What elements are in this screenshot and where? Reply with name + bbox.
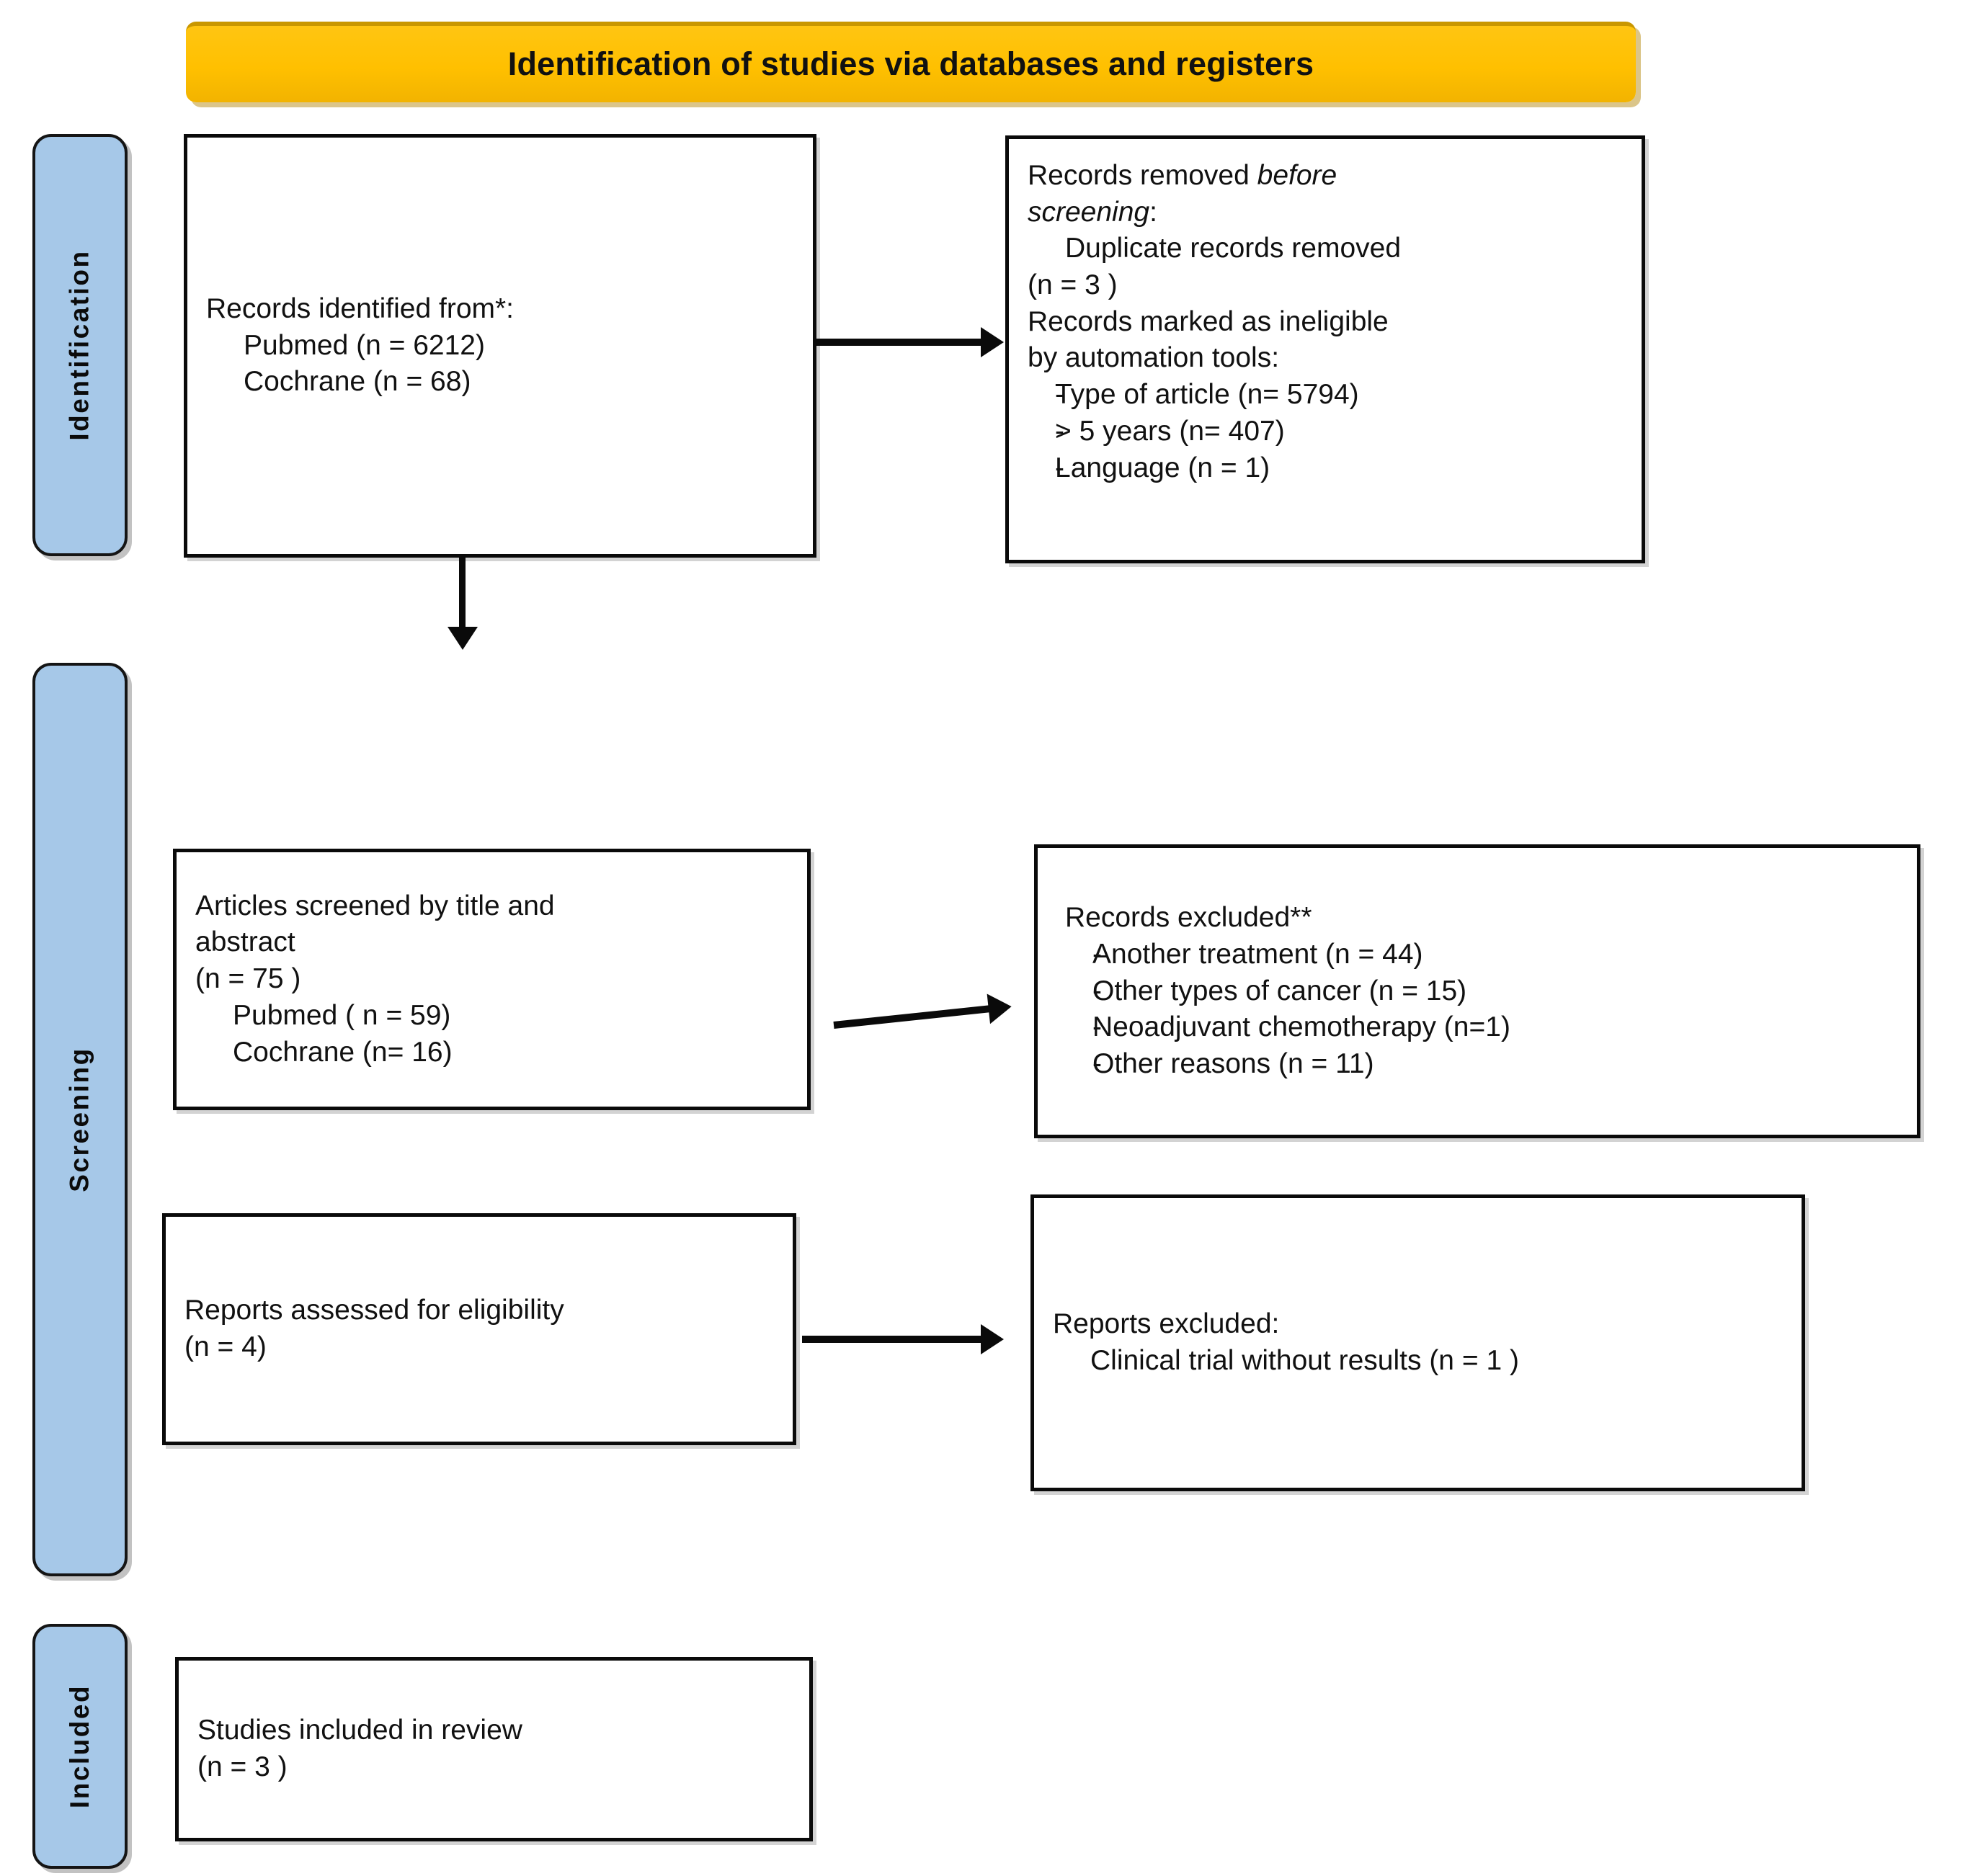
records-identified-item-cochrane: Cochrane (n = 68) <box>244 366 471 398</box>
box-records-identified: Records identified from*: Pubmed (n = 62… <box>184 134 816 558</box>
stage-sidebar-identification: Identification <box>32 134 128 556</box>
reports-assessed-title: Reports assessed for eligibility <box>184 1295 564 1326</box>
records-removed-automation-line1: Records marked as ineligible <box>1028 305 1389 337</box>
box-records-removed-before-screening: Records removed before screening: Duplic… <box>1005 135 1645 563</box>
bullet-dash-icon: - <box>1092 938 1102 970</box>
records-removed-automation-item-1: > 5 years (n= 407) <box>1055 415 1285 447</box>
box-reports-excluded: Reports excluded: Clinical trial without… <box>1030 1194 1805 1491</box>
connector-screened-to-excluded-arrow-icon <box>833 1005 991 1029</box>
bullet-dash-icon: - <box>1092 1048 1102 1080</box>
records-removed-automation-item: - Type of article (n= 5794) <box>1028 377 1623 414</box>
connector-identified-to-removed-arrow-icon <box>816 339 982 346</box>
records-excluded-item-3: Other reasons (n = 11) <box>1092 1048 1374 1080</box>
articles-screened-title-line1: Articles screened by title and <box>195 890 555 921</box>
records-excluded-item-0: Another treatment (n = 44) <box>1092 938 1423 970</box>
connector-identified-to-screened-arrow-icon <box>459 558 466 628</box>
articles-screened-item-cochrane: Cochrane (n= 16) <box>233 1036 453 1068</box>
articles-screened-item-pubmed: Pubmed ( n = 59) <box>233 999 451 1031</box>
box-records-excluded: Records excluded** - Another treatment (… <box>1034 844 1920 1138</box>
studies-included-total-count: (n = 3 ) <box>197 1751 288 1782</box>
records-removed-title-colon: : <box>1149 196 1157 228</box>
records-excluded-item-2: Neoadjuvant chemotherapy (n=1) <box>1092 1011 1510 1043</box>
articles-screened-total-count: (n = 75 ) <box>195 963 301 995</box>
diagram-header-title: Identification of studies via databases … <box>507 45 1314 82</box>
bullet-dash-icon: - <box>1092 975 1102 1006</box>
bullet-dash-icon: - <box>1055 452 1064 483</box>
reports-assessed-total-count: (n = 4) <box>184 1331 267 1362</box>
connector-assessed-to-excluded-arrow-icon <box>802 1336 982 1343</box>
records-excluded-title: Records excluded** <box>1065 902 1312 934</box>
box-reports-assessed: Reports assessed for eligibility (n = 4) <box>162 1213 796 1445</box>
records-removed-title-emph-before: before <box>1257 160 1337 191</box>
reports-excluded-title: Reports excluded: <box>1053 1308 1280 1340</box>
records-identified-title: Records identified from*: <box>206 292 515 324</box>
records-excluded-item: - Neoadjuvant chemotherapy (n=1) <box>1065 1009 1898 1046</box>
box-articles-screened: Articles screened by title and abstract … <box>173 849 811 1110</box>
records-removed-automation-item: - > 5 years (n= 407) <box>1028 414 1623 450</box>
stage-sidebar-included: Included <box>32 1624 128 1869</box>
records-excluded-item-1: Other types of cancer (n = 15) <box>1092 975 1467 1006</box>
records-removed-duplicate-count: (n = 3 ) <box>1028 269 1118 301</box>
records-removed-automation-item-2: Language (n = 1) <box>1055 452 1270 483</box>
records-removed-title-line1: Records removed before <box>1028 158 1623 195</box>
diagram-header-banner: Identification of studies via databases … <box>186 22 1636 102</box>
records-excluded-item: - Other types of cancer (n = 15) <box>1065 973 1898 1010</box>
stage-label-identification: Identification <box>65 249 95 441</box>
records-removed-duplicate-label: Duplicate records removed <box>1065 233 1402 264</box>
box-studies-included: Studies included in review (n = 3 ) <box>175 1657 813 1841</box>
records-excluded-item: - Other reasons (n = 11) <box>1065 1046 1898 1083</box>
records-removed-automation-item-0: Type of article (n= 5794) <box>1055 379 1359 411</box>
records-removed-title-line2: screening: <box>1028 195 1623 231</box>
records-removed-title-prefix: Records removed <box>1028 160 1257 191</box>
stage-label-screening: Screening <box>65 1047 94 1192</box>
bullet-dash-icon: - <box>1092 1011 1102 1043</box>
records-removed-automation-line2: by automation tools: <box>1028 342 1280 374</box>
reports-excluded-item-0: Clinical trial without results (n = 1 ) <box>1090 1345 1519 1376</box>
bullet-dash-icon: - <box>1055 379 1064 411</box>
bullet-dash-icon: - <box>1055 415 1064 447</box>
records-removed-title-emph-screening: screening <box>1028 196 1150 228</box>
records-excluded-item: - Another treatment (n = 44) <box>1065 937 1898 973</box>
stage-sidebar-screening: Screening <box>32 663 128 1576</box>
records-identified-item-pubmed: Pubmed (n = 6212) <box>244 329 485 361</box>
articles-screened-title-line2: abstract <box>195 926 295 958</box>
stage-label-included: Included <box>65 1684 94 1809</box>
studies-included-title: Studies included in review <box>197 1715 522 1746</box>
records-removed-automation-item: - Language (n = 1) <box>1028 450 1623 487</box>
